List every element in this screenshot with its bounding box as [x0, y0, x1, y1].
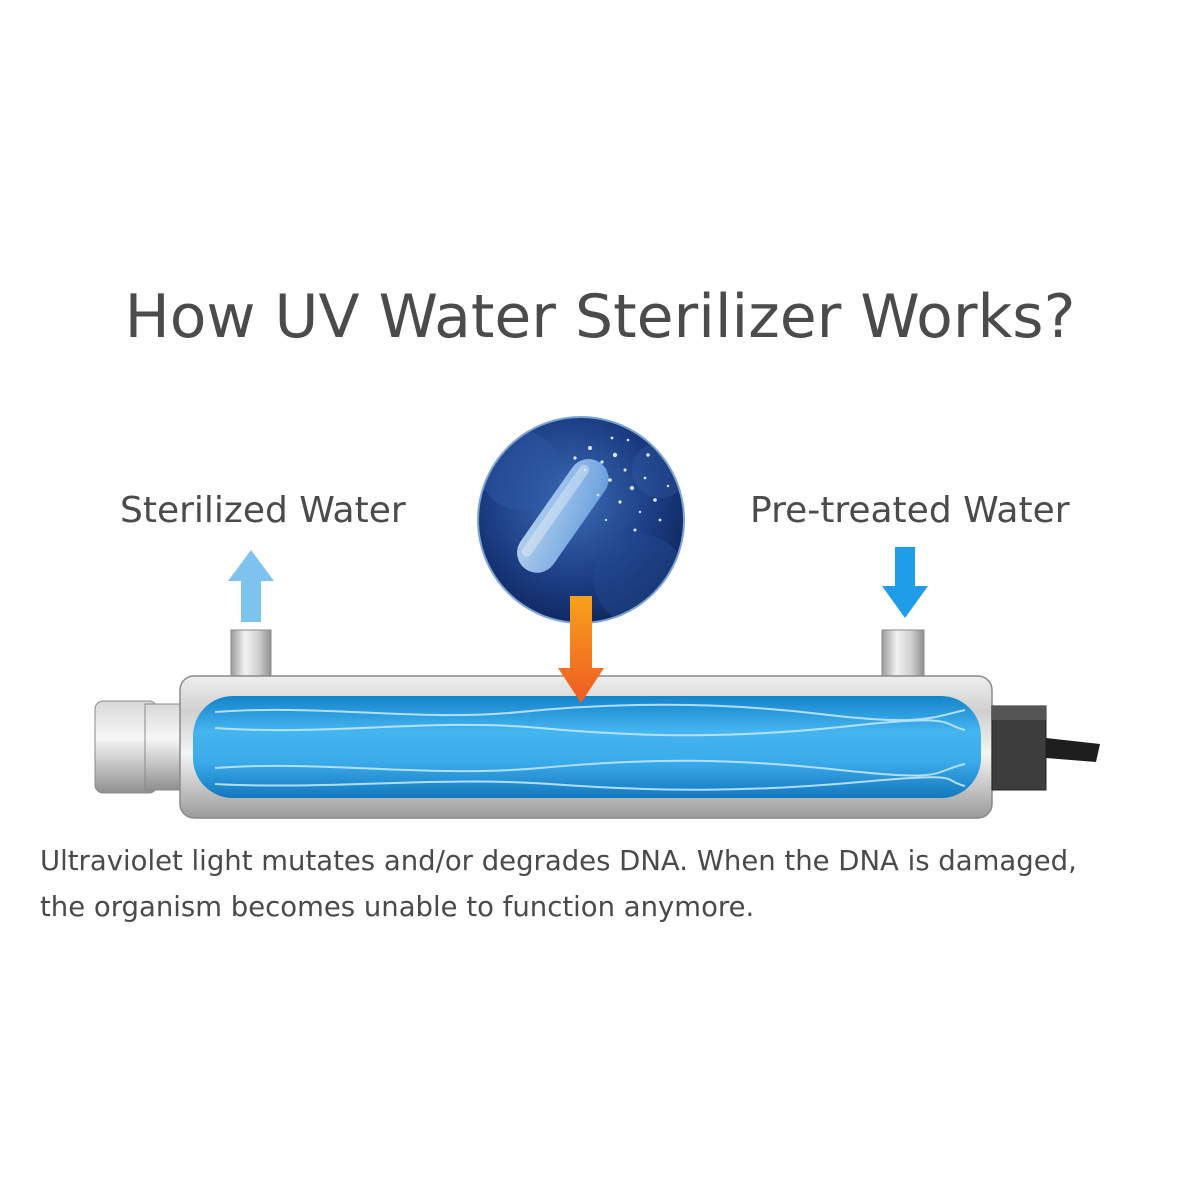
water-chamber: [193, 696, 981, 798]
power-connector: [991, 705, 1100, 791]
arrow-down-icon: [882, 547, 928, 618]
left-end-cap: [94, 700, 186, 794]
caption: Ultraviolet light mutates and/or degrade…: [40, 838, 1180, 930]
caption-line-2: the organism becomes unable to function …: [40, 891, 755, 923]
outlet-pipe: [230, 629, 272, 679]
water-flow-lines: [214, 703, 966, 791]
inlet-pipe: [881, 629, 925, 679]
uv-arrow-icon: [558, 596, 604, 703]
bacteria-icon: [477, 416, 685, 624]
arrow-up-icon: [228, 550, 274, 622]
page-title: How UV Water Sterilizer Works?: [124, 282, 1076, 352]
caption-line-1: Ultraviolet light mutates and/or degrade…: [40, 845, 1077, 877]
pretreated-water-label: Pre-treated Water: [750, 490, 1070, 531]
sterilized-water-label: Sterilized Water: [120, 490, 406, 531]
